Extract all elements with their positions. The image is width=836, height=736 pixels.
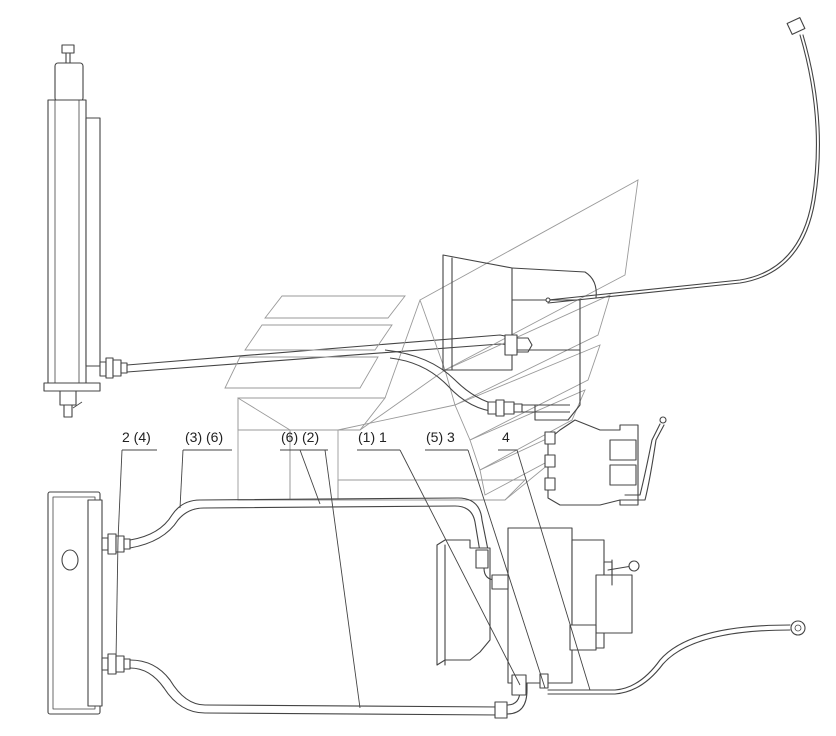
lower-pump-assembly [436, 527, 640, 696]
sensor-plug-bottom [790, 620, 806, 636]
lower-supply-hose-wall [129, 505, 481, 553]
upper-elbow-fitting [504, 334, 518, 356]
callout-leaders [115, 449, 591, 709]
sensor-cable-bottom [547, 620, 806, 695]
cooler-cap-stem [65, 52, 71, 64]
cooler-side-plate [85, 117, 101, 367]
right-valve-block [544, 416, 667, 506]
cooler-body [47, 99, 87, 386]
cooler-drain-valve [63, 404, 73, 418]
center-s-hose [384, 349, 499, 406]
sensor-plug-top [786, 17, 806, 35]
callout-6-2: (6) (2) [281, 429, 319, 445]
cooler-drain-housing [59, 390, 77, 406]
callout-2-4: 2 (4) [122, 429, 151, 445]
lower-cooler-sight-glass [61, 549, 79, 571]
lower-supply-hose [129, 497, 489, 551]
lower-cooler [47, 491, 131, 715]
callout-1-1: (1) 1 [358, 429, 387, 445]
upper-cooler [43, 44, 128, 418]
center-s-hose-wall [389, 357, 499, 413]
cooler-bottom-bracket [43, 382, 101, 392]
pump-lever-knob [628, 560, 640, 572]
sensor-cable-top [545, 17, 820, 304]
lower-return-hose-wall [129, 667, 501, 716]
callout-5-3: (5) 3 [426, 429, 455, 445]
center-fitting [487, 399, 523, 417]
callout-4: 4 [502, 429, 510, 445]
callout-3-6: (3) (6) [185, 429, 223, 445]
pump-block [507, 527, 573, 684]
machine-frame-outline [224, 179, 639, 501]
cooler-cap [61, 44, 75, 54]
upper-return-hose-wall [126, 343, 516, 373]
lower-return-hose [129, 659, 501, 708]
cooler-filler-neck [54, 62, 84, 102]
upper-housing [442, 254, 597, 421]
